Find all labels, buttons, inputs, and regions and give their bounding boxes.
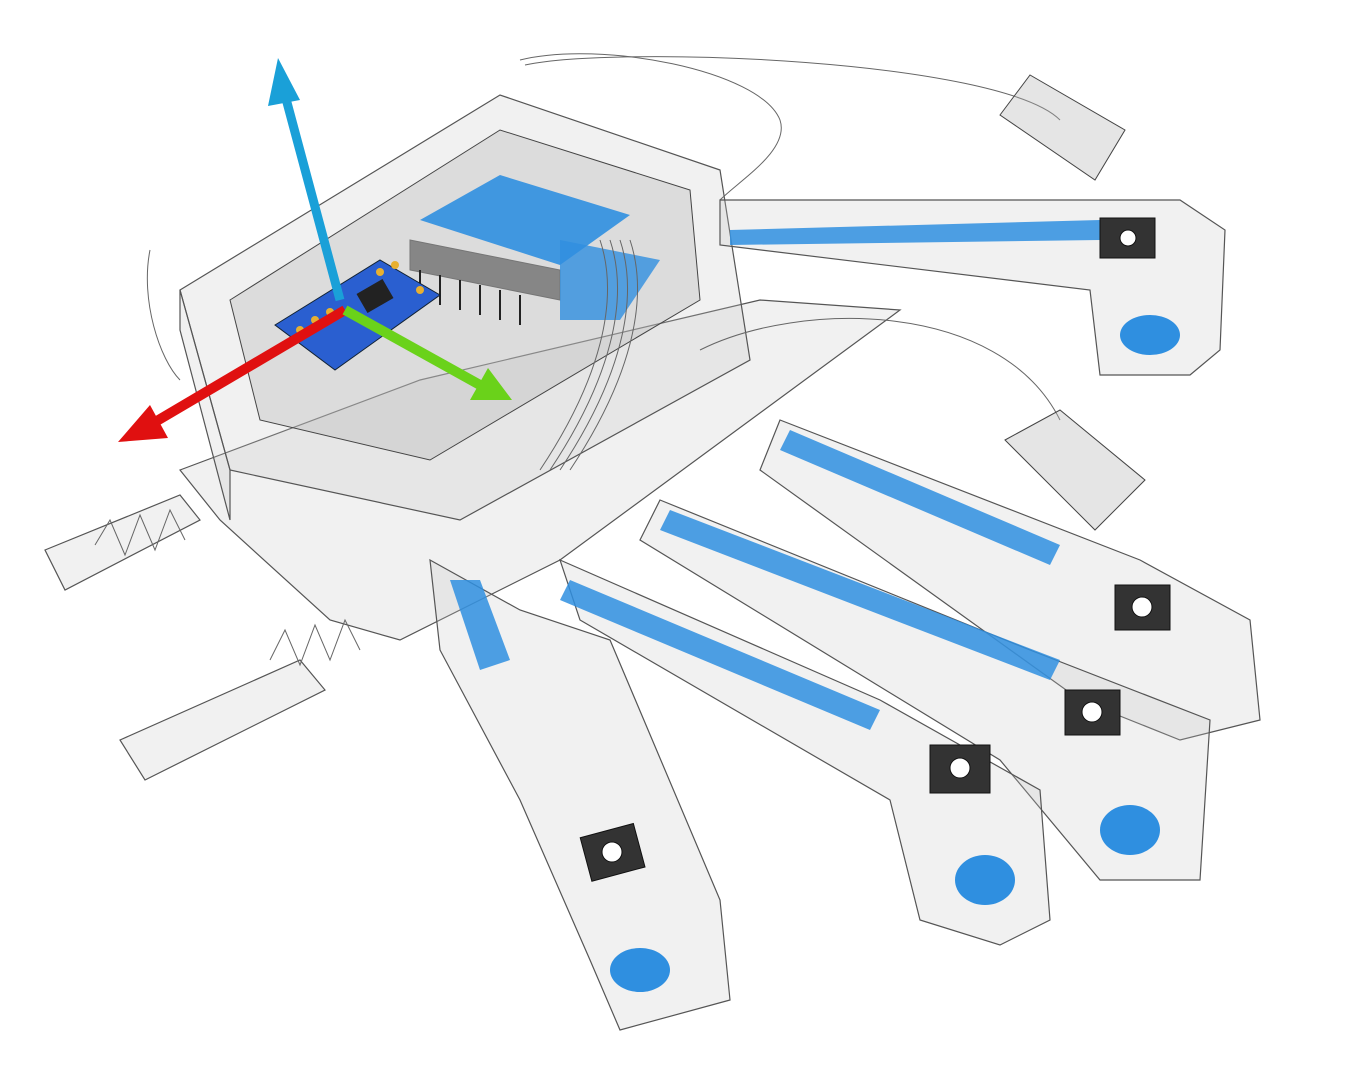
finger-module-1 — [759, 409, 1261, 741]
z-axis-arrow — [268, 58, 345, 302]
y-axis-arrow — [342, 305, 512, 400]
coordinate-axes — [118, 58, 512, 442]
thumb-module — [719, 74, 1226, 376]
thumb-lower-module — [429, 558, 731, 1031]
ribbon-cables — [146, 53, 1061, 471]
x-axis-arrow — [118, 305, 348, 442]
finger-module-3 — [559, 558, 1051, 946]
finger-module-2 — [639, 499, 1211, 881]
